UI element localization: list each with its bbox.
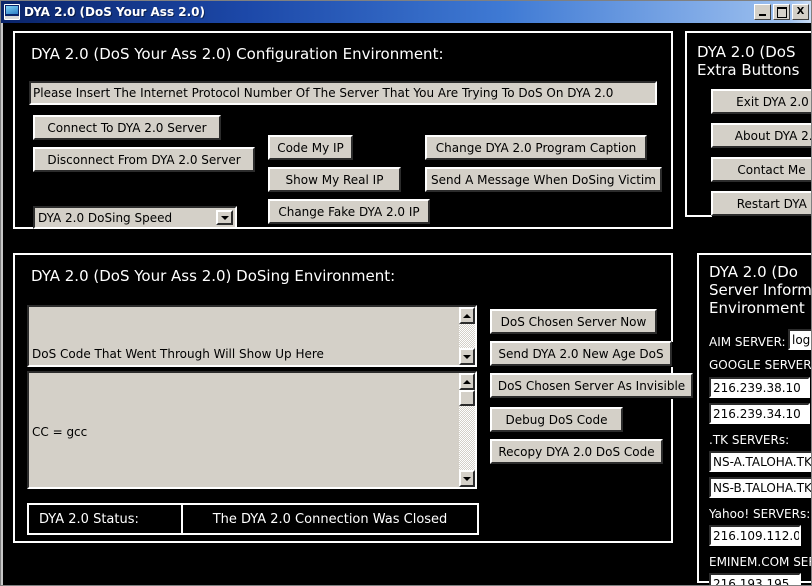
dos-chosen-server-now-label: DoS Chosen Server Now	[500, 314, 647, 329]
yahoo-server-value-1: 216.109.112.0	[713, 528, 801, 543]
change-program-caption-label: Change DYA 2.0 Program Caption	[435, 140, 637, 155]
target-ip-input-value: Please Insert The Internet Protocol Numb…	[33, 86, 614, 100]
eminem-servers-label: EMINEM.COM SERV	[709, 555, 811, 569]
yahoo-server-input-1[interactable]: 216.109.112.0	[709, 525, 801, 546]
aim-server-label: AIM SERVER:	[709, 335, 786, 349]
status-divider	[181, 505, 183, 533]
server-info-title-line2: Server Inform	[709, 281, 812, 299]
dosing-speed-select[interactable]: DYA 2.0 DoSing Speed	[33, 206, 237, 229]
scroll-down-icon[interactable]	[459, 348, 475, 365]
scroll-up-icon[interactable]	[459, 307, 475, 324]
status-label: DYA 2.0 Status:	[39, 511, 139, 527]
google-server-value-3: 216.239.34.10	[713, 406, 801, 421]
restart-button[interactable]: Restart DYA 2	[711, 191, 812, 216]
dos-output-line: DoS Code That Went Through Will Show Up …	[32, 347, 324, 361]
minimize-button[interactable]	[754, 4, 771, 20]
show-my-real-ip-label: Show My Real IP	[285, 172, 384, 187]
google-server-input-1[interactable]: 216.239.38.10	[709, 377, 810, 398]
contact-me-label: Contact Me	[737, 162, 806, 177]
dos-chosen-server-invisible-button[interactable]: DoS Chosen Server As Invisible	[490, 373, 693, 398]
dos-chosen-server-now-button[interactable]: DoS Chosen Server Now	[490, 309, 657, 334]
exit-button-label: Exit DYA 2.0	[736, 94, 809, 109]
contact-me-button[interactable]: Contact Me	[711, 157, 811, 182]
dosing-environment-panel: DYA 2.0 (DoS Your Ass 2.0) DoSing Enviro…	[13, 253, 693, 543]
change-fake-ip-button[interactable]: Change Fake DYA 2.0 IP	[268, 199, 430, 224]
google-servers-label: GOOGLE SERVERs:	[709, 358, 812, 372]
send-new-age-dos-button[interactable]: Send DYA 2.0 New Age DoS	[490, 341, 672, 366]
close-icon: X	[796, 6, 805, 17]
server-info-title-line1: DYA 2.0 (Do	[709, 263, 798, 281]
recopy-dos-code-label: Recopy DYA 2.0 DoS Code	[498, 444, 655, 459]
exit-button[interactable]: Exit DYA 2.0	[711, 89, 811, 114]
client-area: DYA 2.0 (DoS Your Ass 2.0) Configuration…	[1, 23, 812, 586]
extra-buttons-panel: DYA 2.0 (DoS Extra Buttons Exit DYA 2.0 …	[685, 31, 812, 217]
dos-output-content: DoS Code That Went Through Will Show Up …	[29, 307, 458, 365]
dosing-speed-value: DYA 2.0 DoSing Speed	[38, 210, 173, 225]
tk-servers-label: .TK SERVERs:	[709, 433, 790, 447]
scroll-up-icon[interactable]	[459, 373, 475, 390]
debug-dos-code-label: Debug DoS Code	[505, 412, 608, 427]
eminem-server-input-1[interactable]: 216.193.195	[709, 573, 801, 586]
code-my-ip-button[interactable]: Code My IP	[268, 135, 353, 160]
disconnect-from-server-label: Disconnect From DYA 2.0 Server	[47, 152, 241, 167]
show-my-real-ip-button[interactable]: Show My Real IP	[268, 167, 401, 192]
chevron-down-icon[interactable]	[216, 210, 233, 225]
tk-server-value-2: NS-B.TALOHA.TK	[713, 480, 812, 495]
code-my-ip-label: Code My IP	[277, 140, 344, 155]
google-server-value-1: 216.239.38.10	[713, 380, 801, 395]
close-button[interactable]: X	[792, 4, 809, 20]
scroll-down-icon[interactable]	[459, 470, 475, 487]
send-message-when-dosing-label: Send A Message When DoSing Victim	[431, 172, 656, 187]
tk-server-value-1: NS-A.TALOHA.TK	[713, 454, 812, 469]
change-fake-ip-label: Change Fake DYA 2.0 IP	[278, 204, 420, 219]
eminem-server-value-1: 216.193.195	[713, 576, 790, 586]
dos-code-scrollbar[interactable]	[458, 373, 475, 487]
server-info-title-line3: Environment	[709, 299, 805, 317]
app-window-icon	[4, 4, 20, 20]
about-button-label: About DYA 2.0	[734, 128, 812, 143]
window-controls: X	[754, 4, 811, 20]
dos-chosen-server-invisible-label: DoS Chosen Server As Invisible	[497, 378, 686, 393]
dos-output-scrollbar[interactable]	[458, 307, 475, 365]
scrollbar-track[interactable]	[459, 324, 475, 348]
aim-server-value: login.	[792, 332, 811, 347]
connect-to-server-label: Connect To DYA 2.0 Server	[47, 120, 207, 135]
window-title: DYA 2.0 (DoS Your Ass 2.0)	[24, 5, 206, 19]
restart-button-label: Restart DYA 2	[736, 196, 812, 211]
configuration-environment-panel: DYA 2.0 (DoS Your Ass 2.0) Configuration…	[13, 31, 673, 229]
scrollbar-thumb[interactable]	[459, 390, 475, 406]
recopy-dos-code-button[interactable]: Recopy DYA 2.0 DoS Code	[490, 439, 663, 464]
connect-to-server-button[interactable]: Connect To DYA 2.0 Server	[33, 115, 221, 140]
change-program-caption-button[interactable]: Change DYA 2.0 Program Caption	[425, 135, 647, 160]
about-button[interactable]: About DYA 2.0	[711, 123, 812, 148]
dos-code-line: CC = gcc	[32, 425, 88, 439]
tk-server-input-2[interactable]: NS-B.TALOHA.TK	[709, 477, 812, 498]
disconnect-from-server-button[interactable]: Disconnect From DYA 2.0 Server	[33, 147, 255, 172]
status-value: The DYA 2.0 Connection Was Closed	[212, 511, 448, 527]
dos-output-textarea[interactable]: DoS Code That Went Through Will Show Up …	[27, 305, 477, 367]
debug-dos-code-button[interactable]: Debug DoS Code	[490, 407, 623, 432]
scrollbar-track[interactable]	[459, 390, 475, 470]
tk-server-input-1[interactable]: NS-A.TALOHA.TK	[709, 451, 812, 472]
dosing-panel-title: DYA 2.0 (DoS Your Ass 2.0) DoSing Enviro…	[31, 267, 396, 285]
maximize-button[interactable]	[773, 4, 790, 20]
server-information-panel: DYA 2.0 (Do Server Inform Environment AI…	[697, 253, 812, 586]
configuration-panel-title: DYA 2.0 (DoS Your Ass 2.0) Configuration…	[31, 45, 444, 63]
dos-code-textarea[interactable]: CC = gcc CFLAGS = -g -Wall all: master s…	[27, 371, 477, 489]
yahoo-servers-label: Yahoo! SERVERs:	[709, 507, 811, 521]
status-bar: DYA 2.0 Status: The DYA 2.0 Connection W…	[27, 503, 479, 535]
send-message-when-dosing-button[interactable]: Send A Message When DoSing Victim	[425, 167, 662, 192]
extra-panel-title-line1: DYA 2.0 (DoS	[697, 43, 796, 61]
extra-panel-title-line2: Extra Buttons	[697, 61, 800, 79]
title-bar: DYA 2.0 (DoS Your Ass 2.0) X	[1, 1, 811, 23]
dos-code-content: CC = gcc CFLAGS = -g -Wall all: master s…	[29, 373, 458, 487]
target-ip-input[interactable]: Please Insert The Internet Protocol Numb…	[29, 81, 657, 105]
google-server-input-3[interactable]: 216.239.34.10	[709, 403, 810, 424]
aim-server-input[interactable]: login.	[788, 329, 811, 350]
send-new-age-dos-label: Send DYA 2.0 New Age DoS	[498, 346, 664, 361]
